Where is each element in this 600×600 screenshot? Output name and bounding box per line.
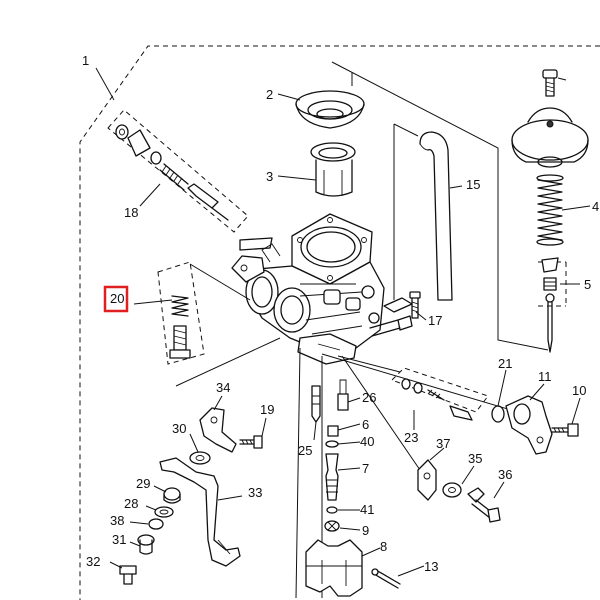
callout-26: 26 [362, 390, 376, 405]
callout-3: 3 [266, 169, 273, 184]
callout-25: 25 [298, 443, 312, 458]
group-box-20 [157, 261, 205, 365]
callout-37: 37 [436, 436, 450, 451]
piston-valve-part [310, 142, 356, 197]
needle-part [541, 257, 559, 353]
diaphragm-part [295, 90, 365, 129]
jet-26-part [337, 379, 349, 411]
callout-17: 17 [428, 313, 442, 328]
o-ring-40-part [325, 440, 339, 448]
screw-10-part [551, 423, 579, 437]
washer-35-part [442, 482, 462, 498]
callout-21: 21 [498, 356, 512, 371]
callout-30: 30 [172, 421, 186, 436]
callout-19: 19 [260, 402, 274, 417]
callout-18: 18 [124, 205, 138, 220]
callout-4: 4 [592, 199, 599, 214]
callout-10: 10 [572, 383, 586, 398]
callout-36: 36 [498, 467, 512, 482]
screw-19-part [239, 435, 263, 449]
fitting-36-part [467, 487, 501, 523]
cover-screw-part [542, 69, 558, 97]
part-28 [154, 506, 174, 518]
part-41 [326, 506, 338, 514]
callout-20-highlight[interactable] [103, 285, 129, 313]
callout-13: 13 [424, 559, 438, 574]
hose-part [393, 123, 453, 301]
part-9 [324, 520, 340, 532]
callout-11: 11 [538, 369, 552, 384]
callout-1: 1 [82, 53, 89, 68]
part-29 [163, 487, 181, 504]
callout-8: 8 [380, 539, 387, 554]
bracket-37-part [417, 459, 437, 501]
callout-33: 33 [248, 485, 262, 500]
callout-2: 2 [266, 87, 273, 102]
callout-5: 5 [584, 277, 591, 292]
needle-jet-7-part [325, 453, 339, 501]
callout-41: 41 [360, 502, 374, 517]
part-31 [137, 534, 155, 555]
group-box-23 [391, 367, 489, 413]
screw-set-23-part [401, 378, 473, 421]
washer-30-part [189, 451, 211, 465]
pin-13-part [371, 568, 401, 589]
carburetor-body [231, 213, 413, 365]
cable-bracket-33-part [159, 457, 241, 567]
callout-29: 29 [136, 476, 150, 491]
o-ring-21-part [491, 405, 505, 423]
callout-31: 31 [112, 532, 126, 547]
assembly-line-top [331, 61, 549, 351]
callout-6: 6 [362, 417, 369, 432]
callout-23: 23 [404, 430, 418, 445]
screw-32-part [119, 565, 137, 585]
callout-38: 38 [110, 513, 124, 528]
assembly-boundary [79, 45, 600, 600]
top-cover-part [511, 107, 589, 168]
pilot-screw-set-part [115, 124, 229, 221]
part-6 [327, 425, 339, 437]
spring-4-part [536, 174, 564, 246]
housing-11-part [505, 395, 553, 455]
callout-32: 32 [86, 554, 100, 569]
bracket-34-part [199, 407, 237, 453]
leader-lines [95, 67, 591, 577]
callout-labels: 1 2 3 4 5 6 7 8 9 10 11 13 15 17 18 19 2… [82, 53, 599, 574]
callout-15: 15 [466, 177, 480, 192]
jet-25-part [311, 385, 321, 423]
bolt-17-part [397, 291, 421, 331]
float-8-part [305, 539, 363, 597]
callout-40: 40 [360, 434, 374, 449]
callout-20: 20 [110, 291, 124, 306]
callout-7: 7 [362, 461, 369, 476]
callout-9: 9 [362, 523, 369, 538]
group-box-18 [107, 109, 249, 233]
part-38 [148, 518, 164, 530]
callout-34: 34 [216, 380, 230, 395]
callout-28: 28 [124, 496, 138, 511]
throttle-stop-screw-part [169, 295, 191, 359]
assembly-line-bottom [175, 263, 519, 599]
callout-35: 35 [468, 451, 482, 466]
